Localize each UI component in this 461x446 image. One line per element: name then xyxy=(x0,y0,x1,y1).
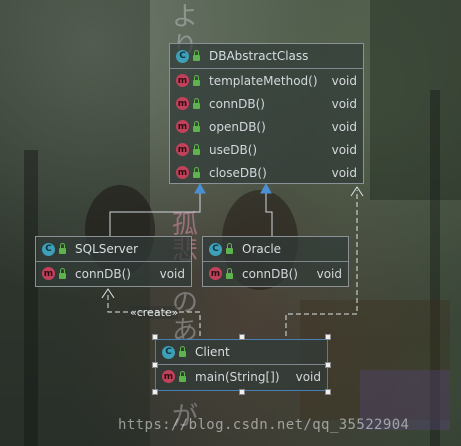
public-lock-icon xyxy=(191,50,201,62)
method-row[interactable]: m connDB() void xyxy=(203,262,348,285)
class-icon: C xyxy=(176,49,189,63)
method-name: openDB() xyxy=(209,119,266,134)
method-row[interactable]: m useDB() void xyxy=(170,138,363,161)
method-return-type: void xyxy=(331,165,357,180)
class-name: SQLServer xyxy=(75,242,139,256)
public-lock-icon xyxy=(191,97,201,110)
class-box-sqlserver[interactable]: C SQLServer m connDB() void xyxy=(35,236,192,287)
method-row[interactable]: m connDB() void xyxy=(36,262,191,285)
class-box-dbabstractclass[interactable]: C DBAbstractClass m templateMethod() voi… xyxy=(169,43,364,184)
method-name: templateMethod() xyxy=(209,73,318,88)
public-lock-icon xyxy=(191,120,201,133)
bg-glyph: が xyxy=(172,402,199,432)
bg-glyph: よ xyxy=(172,2,199,32)
method-return-type: void xyxy=(331,119,357,134)
method-icon: m xyxy=(176,143,189,156)
class-box-client[interactable]: C Client m main(String[]) void xyxy=(155,339,328,391)
method-icon: m xyxy=(176,120,189,133)
class-name: Oracle xyxy=(242,242,282,256)
public-lock-icon xyxy=(191,166,201,179)
bg-glyph: 孤 xyxy=(172,210,199,240)
method-icon: m xyxy=(162,370,175,383)
inheritance-arrow-sqlserver xyxy=(194,182,206,194)
public-lock-icon xyxy=(177,346,187,358)
method-return-type: void xyxy=(331,142,357,157)
public-lock-icon xyxy=(57,243,67,255)
method-name: closeDB() xyxy=(209,165,267,180)
create-stereotype-label: «create» xyxy=(130,306,179,319)
public-lock-icon xyxy=(191,74,201,87)
method-name: useDB() xyxy=(209,142,258,157)
class-header[interactable]: C Client xyxy=(156,340,327,365)
method-return-type: void xyxy=(316,266,342,281)
resize-handle-bottom[interactable] xyxy=(239,389,245,395)
method-return-type: void xyxy=(159,266,185,281)
class-name: Client xyxy=(195,345,230,359)
method-return-type: void xyxy=(331,96,357,111)
inheritance-line-oracle xyxy=(265,192,273,236)
public-lock-icon xyxy=(177,370,187,383)
method-icon: m xyxy=(176,97,189,110)
class-icon: C xyxy=(42,242,55,256)
method-name: connDB() xyxy=(242,266,298,281)
method-name: connDB() xyxy=(75,266,131,281)
resize-handle-top-left[interactable] xyxy=(152,334,158,340)
public-lock-icon xyxy=(57,267,67,280)
method-row[interactable]: m connDB() void xyxy=(170,92,363,115)
inheritance-arrow-oracle xyxy=(260,182,272,194)
public-lock-icon xyxy=(224,243,234,255)
method-name: connDB() xyxy=(209,96,265,111)
method-row[interactable]: m openDB() void xyxy=(170,115,363,138)
method-return-type: void xyxy=(331,73,357,88)
resize-handle-right[interactable] xyxy=(325,362,331,368)
method-row[interactable]: m closeDB() void xyxy=(170,161,363,184)
create-arrowhead-sqlserver xyxy=(101,288,115,299)
class-box-oracle[interactable]: C Oracle m connDB() void xyxy=(202,236,349,287)
method-name: main(String[]) xyxy=(195,369,280,384)
resize-handle-bottom-right[interactable] xyxy=(325,389,331,395)
method-row[interactable]: m main(String[]) void xyxy=(156,365,327,388)
class-header[interactable]: C DBAbstractClass xyxy=(170,44,363,69)
resize-handle-top[interactable] xyxy=(239,334,245,340)
watermark: https://blog.csdn.net/qq_35522904 xyxy=(118,417,410,433)
dependency-arrowhead-abstract xyxy=(350,186,364,197)
method-return-type: void xyxy=(295,369,321,384)
method-row[interactable]: m templateMethod() void xyxy=(170,69,363,92)
class-header[interactable]: C SQLServer xyxy=(36,237,191,262)
class-name: DBAbstractClass xyxy=(209,49,309,63)
resize-handle-bottom-left[interactable] xyxy=(152,389,158,395)
class-icon: C xyxy=(162,345,175,359)
public-lock-icon xyxy=(191,143,201,156)
public-lock-icon xyxy=(224,267,234,280)
class-icon: C xyxy=(209,242,222,256)
resize-handle-top-right[interactable] xyxy=(325,334,331,340)
resize-handle-left[interactable] xyxy=(152,362,158,368)
class-header[interactable]: C Oracle xyxy=(203,237,348,262)
method-icon: m xyxy=(176,166,189,179)
method-icon: m xyxy=(42,267,55,280)
method-icon: m xyxy=(176,74,189,87)
method-icon: m xyxy=(209,267,222,280)
